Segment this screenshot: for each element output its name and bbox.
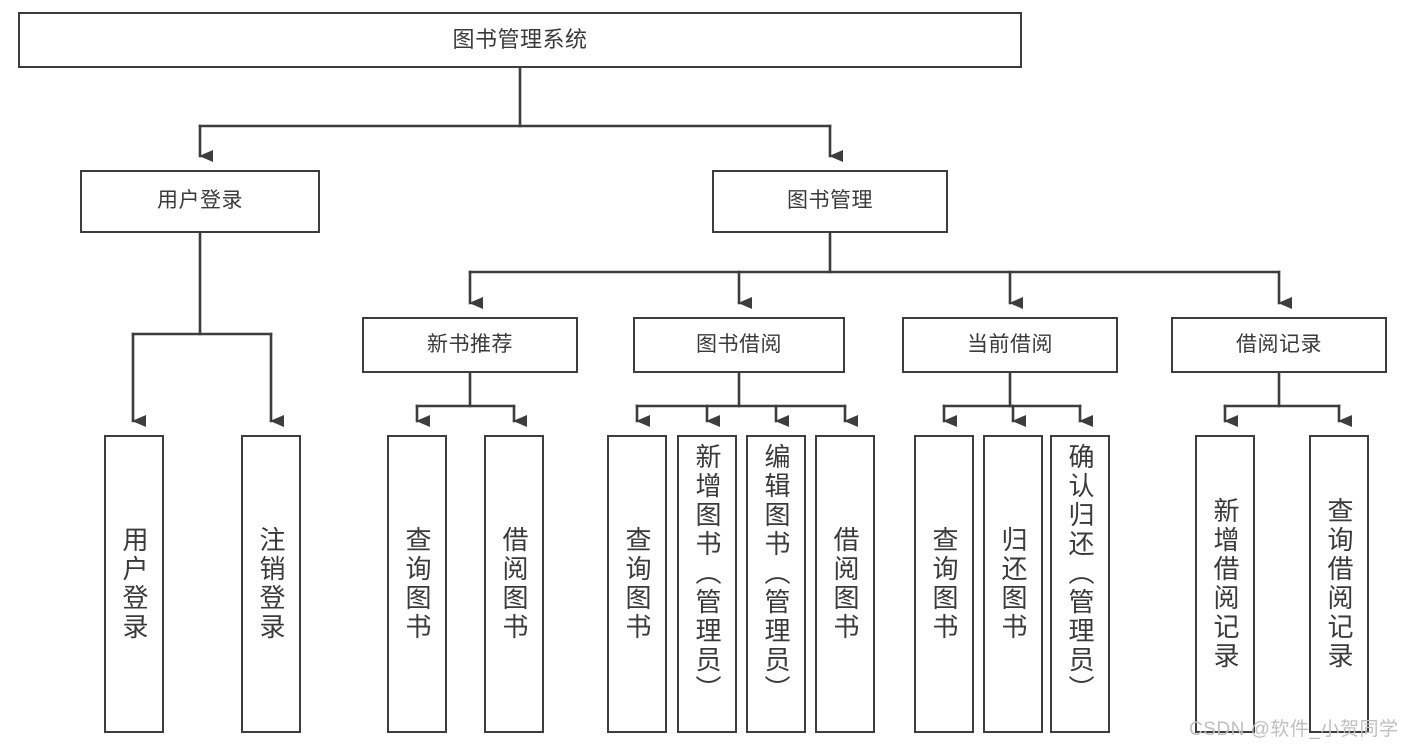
node-leaf-add-record-label: 新增借阅记录 (1210, 497, 1240, 671)
node-new-book-rec-label: 新书推荐 (427, 332, 513, 356)
node-leaf-query-book-1-label: 查询图书 (402, 526, 432, 642)
node-leaf-borrow-book-2-label: 借阅图书 (830, 526, 860, 642)
node-leaf-query-book-2[interactable]: 查询图书 (607, 435, 667, 733)
node-leaf-query-book-3[interactable]: 查询图书 (914, 435, 974, 733)
node-leaf-borrow-book-1-label: 借阅图书 (499, 526, 529, 642)
node-leaf-user-login[interactable]: 用户登录 (104, 435, 164, 733)
node-leaf-add-book-label: 新增图书（管理员） (692, 443, 722, 704)
node-book-manage-label: 图书管理 (787, 189, 873, 213)
node-borrow-record-label: 借阅记录 (1236, 332, 1322, 356)
node-current-borrow[interactable]: 当前借阅 (902, 317, 1118, 373)
node-user-login[interactable]: 用户登录 (80, 170, 320, 233)
node-borrow-record[interactable]: 借阅记录 (1171, 317, 1387, 373)
node-book-borrow[interactable]: 图书借阅 (633, 317, 845, 373)
node-leaf-borrow-book-1[interactable]: 借阅图书 (484, 435, 544, 733)
node-leaf-add-book[interactable]: 新增图书（管理员） (677, 435, 737, 733)
node-leaf-edit-book[interactable]: 编辑图书（管理员） (746, 435, 806, 733)
node-leaf-confirm-return-label: 确认归还（管理员） (1065, 443, 1095, 704)
node-book-borrow-label: 图书借阅 (696, 332, 782, 356)
node-leaf-edit-book-label: 编辑图书（管理员） (761, 443, 791, 704)
node-leaf-logout-label: 注销登录 (256, 526, 286, 642)
node-leaf-return-book[interactable]: 归还图书 (983, 435, 1043, 733)
node-leaf-add-record[interactable]: 新增借阅记录 (1195, 435, 1255, 733)
node-leaf-query-book-1[interactable]: 查询图书 (387, 435, 447, 733)
node-book-manage[interactable]: 图书管理 (712, 170, 948, 233)
node-leaf-user-login-label: 用户登录 (119, 526, 149, 642)
node-current-borrow-label: 当前借阅 (967, 332, 1053, 356)
node-user-login-label: 用户登录 (157, 189, 243, 213)
node-root-label: 图书管理系统 (452, 27, 588, 53)
node-leaf-logout[interactable]: 注销登录 (241, 435, 301, 733)
node-root[interactable]: 图书管理系统 (18, 12, 1022, 68)
node-leaf-borrow-book-2[interactable]: 借阅图书 (815, 435, 875, 733)
node-leaf-return-book-label: 归还图书 (998, 526, 1028, 642)
csdn-watermark: CSDN @软件_小贺同学 (1189, 719, 1399, 740)
node-leaf-query-record-label: 查询借阅记录 (1324, 497, 1354, 671)
node-leaf-query-record[interactable]: 查询借阅记录 (1309, 435, 1369, 733)
node-leaf-query-book-3-label: 查询图书 (929, 526, 959, 642)
node-new-book-rec[interactable]: 新书推荐 (362, 317, 578, 373)
node-leaf-confirm-return[interactable]: 确认归还（管理员） (1050, 435, 1110, 733)
node-leaf-query-book-2-label: 查询图书 (622, 526, 652, 642)
